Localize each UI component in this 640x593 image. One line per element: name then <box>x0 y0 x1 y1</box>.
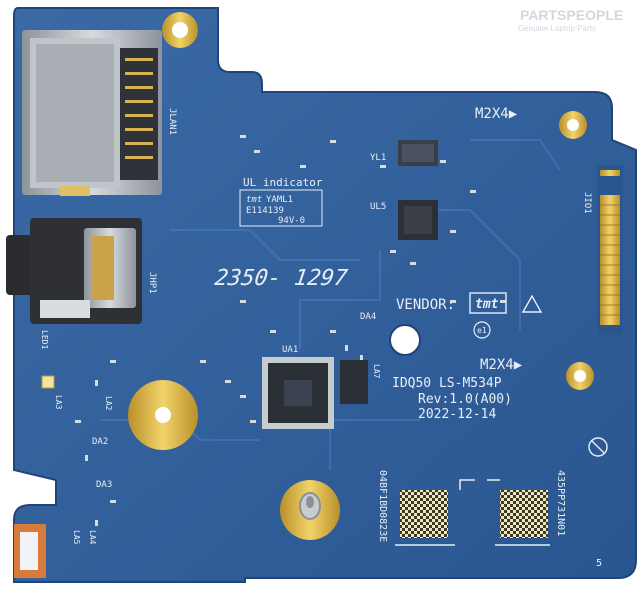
label-jlan: JLAN1 <box>167 108 177 135</box>
qr-frame <box>395 479 550 546</box>
audio-jack <box>6 218 142 324</box>
label-vendor-mark: tmt <box>475 297 499 312</box>
label-ul-brand: tmt <box>246 195 262 205</box>
label-la2: LA2 <box>104 396 113 411</box>
watermark-tagline: Genuine Laptop Parts <box>518 24 596 33</box>
label-ul-file: E114139 <box>246 206 284 216</box>
label-ul5: UL5 <box>370 202 386 212</box>
label-ua1: UA1 <box>282 345 298 355</box>
label-m2x4-mid: M2X4▶ <box>480 357 523 373</box>
watermark: PARTSPEOPLE Genuine Laptop Parts <box>518 7 623 33</box>
label-vendor: VENDOR: <box>396 297 455 313</box>
chip-ul5 <box>398 200 438 240</box>
watermark-brand: PARTSPEOPLE <box>520 7 623 23</box>
mounting-hole-right-mid <box>566 362 594 390</box>
label-revision: Rev:1.0(A00) <box>418 392 512 407</box>
crystal-yl1 <box>398 140 438 166</box>
label-ul-rating: 94V-0 <box>278 216 305 226</box>
center-through-hole <box>389 324 421 356</box>
led-light <box>41 375 55 389</box>
e1-circle <box>473 321 491 339</box>
label-ul-indicator: UL indicator <box>243 176 323 189</box>
label-la5: LA5 <box>72 530 81 545</box>
label-board-name: IDQ50 LS-M534P <box>392 376 502 391</box>
label-jio: JIO1 <box>582 192 592 214</box>
ul-indicator-box <box>239 189 323 227</box>
label-m2x4-top: M2X4▶ <box>475 106 518 122</box>
edge-connector <box>597 165 623 335</box>
label-jhp: JHP1 <box>147 272 157 294</box>
label-part-number: 2350- 1297 <box>213 265 350 291</box>
label-da4: DA4 <box>360 312 376 322</box>
mounting-hole-top <box>162 12 198 48</box>
qr-code-right <box>500 490 548 538</box>
corner-pad <box>14 524 46 578</box>
label-yl: YL1 <box>370 153 386 163</box>
label-da2: DA2 <box>92 437 108 447</box>
label-led: LED1 <box>40 330 49 349</box>
mounting-hole-right-top <box>559 111 587 139</box>
label-serial-left: 04BF1BD0823E <box>377 470 388 542</box>
gold-pad-standoff <box>280 480 340 540</box>
chip-ua1 <box>262 357 334 429</box>
chip-small <box>340 360 368 404</box>
label-la7: LA7 <box>372 364 381 379</box>
qr-code-left <box>400 490 448 538</box>
label-date: 2022-12-14 <box>418 407 496 422</box>
label-la4: LA4 <box>88 530 97 545</box>
gold-pad-left <box>128 380 198 450</box>
warning-triangle-icon <box>521 294 543 313</box>
label-da3: DA3 <box>96 480 112 490</box>
lan-connector <box>22 30 162 196</box>
label-page-mark: 5 <box>596 558 602 569</box>
label-la3: LA3 <box>54 395 63 410</box>
label-ul-code: YAML1 <box>266 195 293 205</box>
label-serial-right: 435PP731N01 <box>555 470 566 536</box>
label-e1: e1 <box>477 326 487 335</box>
pb-free-icon <box>588 437 608 457</box>
vendor-mark-box <box>469 292 507 314</box>
